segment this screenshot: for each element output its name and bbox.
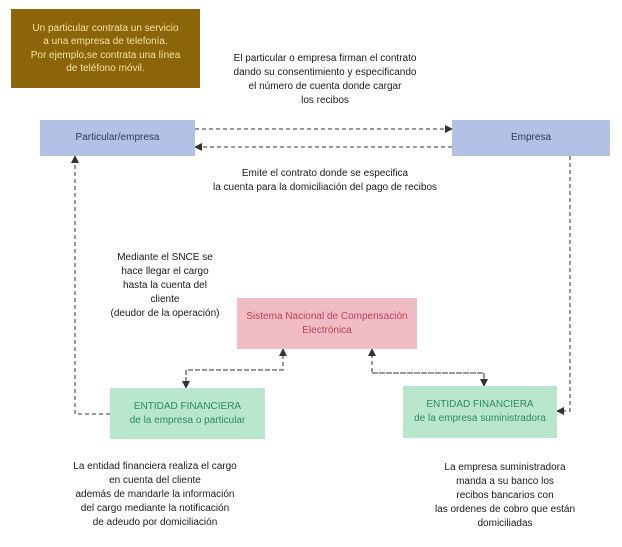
snce-node: Sistema Nacional de Compensación Electró… bbox=[237, 298, 417, 349]
snce-label-line: Sistema Nacional de Compensación bbox=[246, 310, 408, 322]
particular-node: Particular/empresa bbox=[40, 120, 195, 156]
intro-line: Por ejemplo,se contrata una línea bbox=[30, 49, 181, 61]
arrow-ef-particular-to-snce bbox=[185, 348, 287, 388]
ef-particular-desc: La entidad financiera realiza el cargo e… bbox=[55, 460, 255, 530]
note-line: en cuenta del cliente bbox=[109, 475, 201, 486]
note-line: hace llegar el cargo bbox=[121, 266, 209, 277]
note-line: recibos bancarios con bbox=[456, 490, 554, 501]
note-line: Emite el contrato donde se especifica bbox=[241, 168, 409, 179]
contrato-note: El particular o empresa firman el contra… bbox=[205, 52, 445, 108]
note-line: domiciliadas bbox=[477, 518, 533, 529]
note-line: además de mandarle la información bbox=[75, 489, 235, 500]
intro-line: a una empresa de telefonía. bbox=[43, 36, 168, 47]
note-line: dando su consentimiento y especificando bbox=[233, 67, 417, 78]
emite-note: Emite el contrato donde se especifica la… bbox=[185, 167, 465, 195]
note-line: hasta la cuenta del bbox=[123, 280, 207, 291]
ef-suministradora-desc: La empresa suministradora manda a su ban… bbox=[415, 461, 595, 531]
empresa-label: Empresa bbox=[510, 132, 551, 143]
ef-suministradora-label-line: ENTIDAD FINANCIERA bbox=[426, 399, 534, 410]
arrow-snce-to-ef-suministradora bbox=[372, 372, 488, 387]
note-line: el número de cuenta donde cargar bbox=[248, 81, 402, 92]
intro-line: de teléfono móvil. bbox=[66, 63, 145, 74]
ef-particular-label-line: de la empresa o particular bbox=[129, 414, 246, 426]
note-line: del cargo mediante la notificación bbox=[80, 503, 230, 514]
note-line: manda a su banco los bbox=[456, 476, 554, 487]
arrow-empresa-to-ef-suministradora bbox=[556, 156, 571, 415]
ef-suministradora-label-line: de la empresa suministradora bbox=[414, 413, 546, 424]
intro-box: Un particular contrata un servicio a una… bbox=[11, 9, 200, 88]
particular-label: Particular/empresa bbox=[75, 132, 160, 143]
note-line: las ordenes de cobro que están bbox=[434, 504, 576, 515]
arrow-ef-particular-to-particular bbox=[71, 155, 110, 415]
arrow-snce-to-ef-particular bbox=[182, 369, 283, 389]
snce-label-line: Electrónica bbox=[302, 324, 352, 336]
ef-suministradora-node: ENTIDAD FINANCIERA de la empresa suminis… bbox=[403, 386, 557, 438]
note-line: la cuenta para la domiciliación del pago… bbox=[212, 182, 438, 193]
note-line: El particular o empresa firman el contra… bbox=[233, 53, 417, 64]
empresa-node: Empresa bbox=[452, 120, 610, 156]
arrow-ef-suministradora-to-snce bbox=[368, 348, 485, 386]
note-line: Mediante el SNCE se bbox=[117, 252, 213, 263]
note-line: (deudor de la operación) bbox=[110, 308, 220, 319]
ef-particular-node: ENTIDAD FINANCIERA de la empresa o parti… bbox=[110, 388, 265, 439]
note-line: cliente bbox=[150, 294, 180, 305]
note-line: La empresa suministradora bbox=[444, 462, 566, 473]
snce-cargo-note: Mediante el SNCE se hace llegar el cargo… bbox=[95, 251, 235, 321]
intro-line: Un particular contrata un servicio bbox=[32, 22, 179, 34]
note-line: La entidad financiera realiza el cargo bbox=[73, 461, 237, 472]
note-line: los recibos bbox=[301, 95, 349, 106]
note-line: de adeudo por domiciliación bbox=[92, 517, 218, 528]
ef-particular-label-line: ENTIDAD FINANCIERA bbox=[133, 400, 242, 412]
